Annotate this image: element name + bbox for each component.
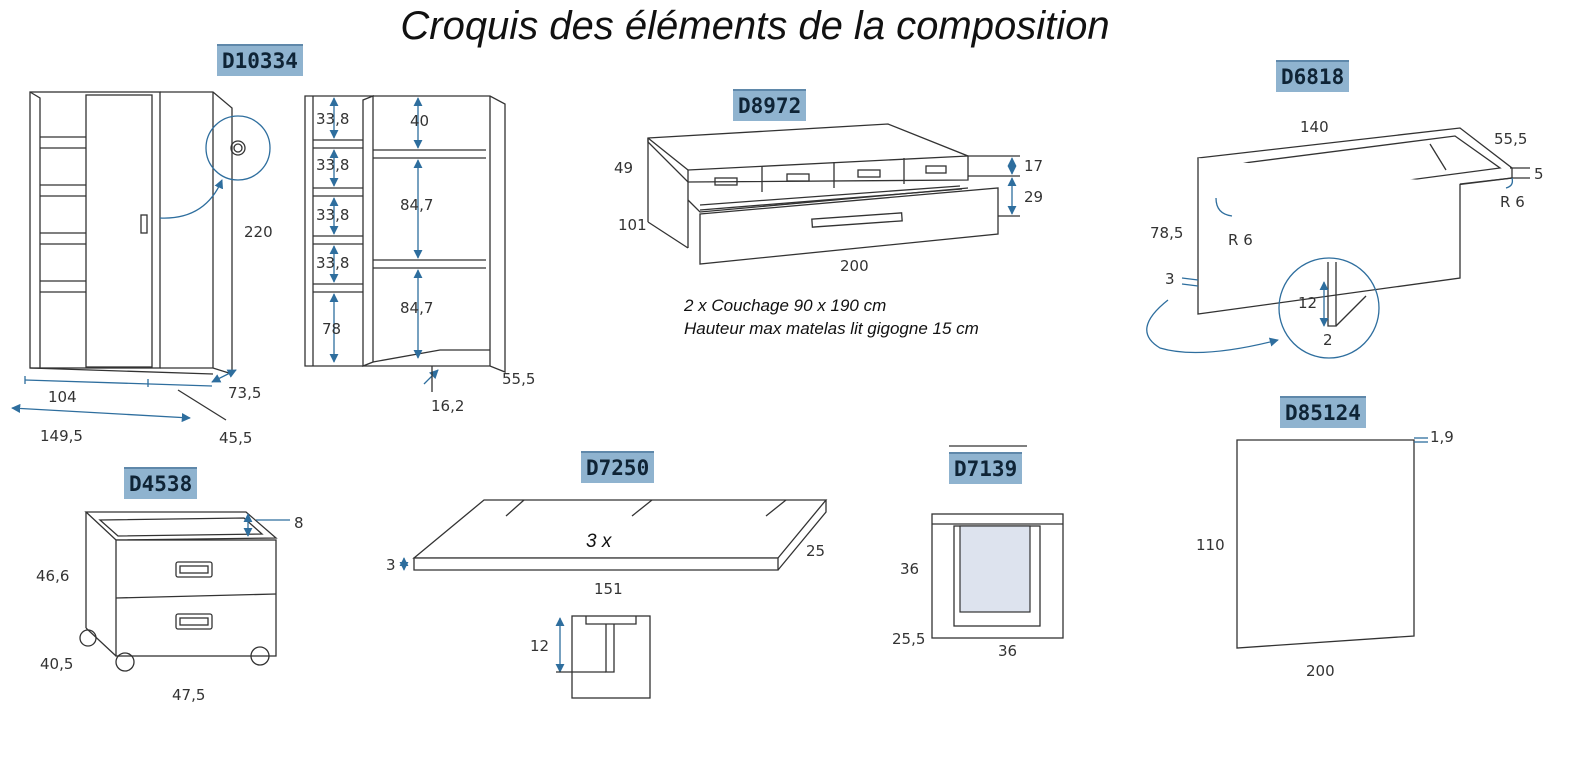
desk-width-label: 140 [1300, 118, 1329, 136]
interior-depth-label: 55,5 [502, 370, 535, 388]
interior-bottom-label: 78 [322, 320, 341, 338]
interior-mid-label: 84,7 [400, 196, 433, 214]
wall-desk-sketch [1146, 127, 1530, 359]
cube-height-label: 36 [900, 560, 919, 578]
nightstand-width-label: 47,5 [172, 686, 205, 704]
shelf-thickness-label: 3 [386, 556, 396, 574]
interior-shelf-2-label: 33,8 [316, 156, 349, 174]
wardrobe-width-total-label: 149,5 [40, 427, 83, 445]
bed-front-height-label: 101 [618, 216, 647, 234]
shelf-width-label: 151 [594, 580, 623, 598]
code-badge-nightstand: D4538 [124, 467, 198, 499]
wardrobe-interior-sketch [304, 95, 506, 392]
panel-thickness-label: 1,9 [1430, 428, 1454, 446]
shelf-quantity-label: 3 x [586, 531, 613, 552]
cube-depth-label: 25,5 [892, 630, 925, 648]
wardrobe-height-label: 220 [244, 223, 273, 241]
bed-length-label: 200 [840, 257, 869, 275]
cube-width-label: 36 [998, 642, 1017, 660]
desk-thickness-label: 5 [1534, 165, 1544, 183]
interior-low-label: 84,7 [400, 299, 433, 317]
wardrobe-depth-a-label: 73,5 [228, 384, 261, 402]
cube-shelf-sketch [931, 445, 1064, 639]
bed-note-mattress: Hauteur max matelas lit gigogne 15 cm [684, 319, 979, 338]
bed-back-height-label: 49 [614, 159, 633, 177]
code-badge-wardrobe: D10334 [217, 44, 303, 76]
wardrobe-width-left-label: 104 [48, 388, 77, 406]
code-badge-desk: D6818 [1276, 60, 1350, 92]
nightstand-sketch [79, 511, 290, 672]
bed-notes: 2 x Couchage 90 x 190 cm Hauteur max mat… [684, 294, 979, 340]
desk-radius-right-label: R 6 [1500, 193, 1525, 211]
wardrobe-sketch [11, 91, 271, 423]
desk-depth-label: 55,5 [1494, 130, 1527, 148]
desk-groove-width-label: 2 [1323, 331, 1333, 349]
interior-top-label: 40 [410, 112, 429, 130]
shelf-depth-label: 25 [806, 542, 825, 560]
code-badge-shelf: D7250 [581, 451, 655, 483]
shelf-sketch [399, 499, 828, 699]
wall-panel-sketch [1236, 437, 1428, 649]
bed-drawer-height-label: 17 [1024, 157, 1043, 175]
interior-shelf-1-label: 33,8 [316, 110, 349, 128]
interior-shelf-4-label: 33,8 [316, 254, 349, 272]
nightstand-height-label: 46,6 [36, 567, 69, 585]
trundle-bed-sketch [647, 123, 1020, 265]
desk-side-label: 3 [1165, 270, 1175, 288]
desk-height-label: 78,5 [1150, 224, 1183, 242]
nightstand-depth-label: 40,5 [40, 655, 73, 673]
bed-note-sleeping: 2 x Couchage 90 x 190 cm [684, 296, 887, 315]
panel-width-label: 200 [1306, 662, 1335, 680]
code-badge-panel: D85124 [1280, 396, 1366, 428]
page-title: Croquis des éléments de la composition [400, 4, 1110, 48]
bed-trundle-height-label: 29 [1024, 188, 1043, 206]
panel-height-label: 110 [1196, 536, 1225, 554]
interior-shelf-3-label: 33,8 [316, 206, 349, 224]
desk-groove-label: 12 [1298, 294, 1317, 312]
wardrobe-depth-b-label: 45,5 [219, 429, 252, 447]
interior-plinth-label: 16,2 [431, 397, 464, 415]
shelf-slot-label: 12 [530, 637, 549, 655]
desk-radius-left-label: R 6 [1228, 231, 1253, 249]
code-badge-bed: D8972 [733, 89, 807, 121]
code-badge-cube: D7139 [949, 452, 1023, 484]
nightstand-rim-label: 8 [294, 514, 304, 532]
